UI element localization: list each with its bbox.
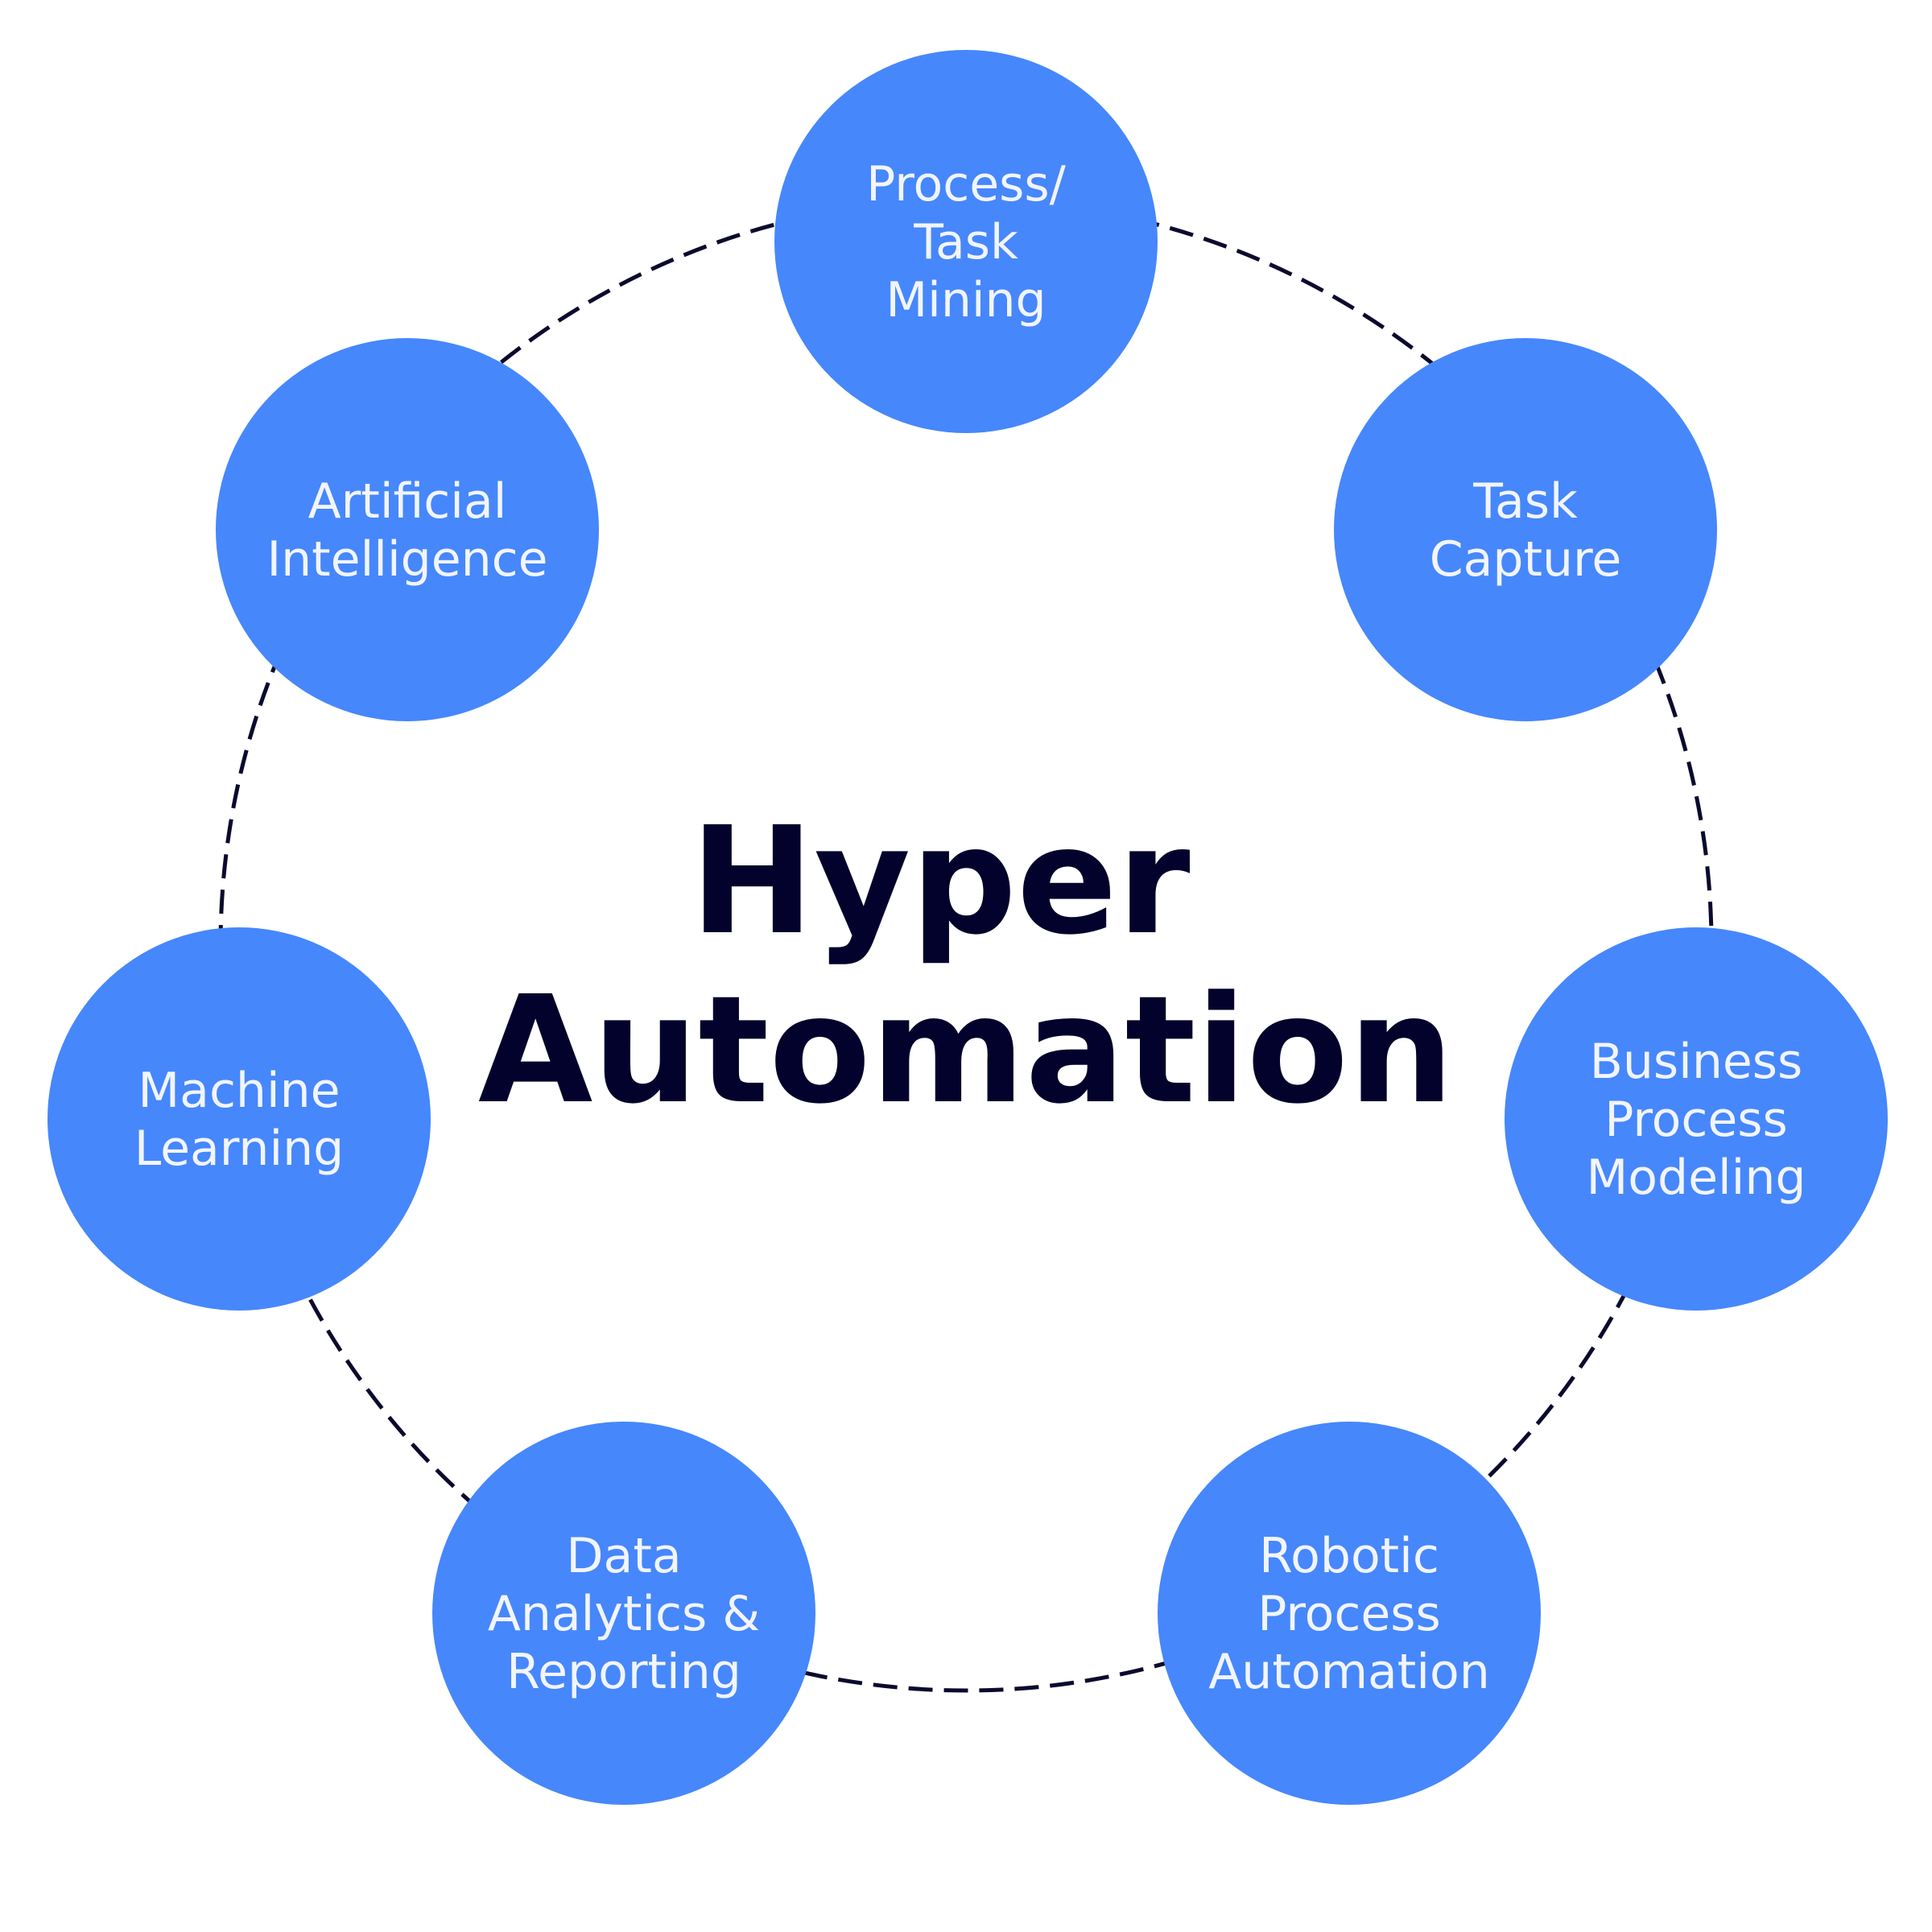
node-circle bbox=[216, 338, 599, 721]
node-circle bbox=[1158, 1422, 1541, 1805]
node-label-line: Intelligence bbox=[266, 531, 547, 588]
node-label-line: Process bbox=[1257, 1586, 1441, 1642]
node-label-line: Analytics & bbox=[488, 1586, 760, 1642]
node-label-line: Task bbox=[913, 214, 1018, 270]
node-label-line: Business bbox=[1590, 1034, 1803, 1090]
node-circle bbox=[47, 927, 431, 1311]
center-title-line-2: Automation bbox=[478, 964, 1454, 1137]
node-label-line: Reporting bbox=[506, 1644, 741, 1700]
node-label-line: Learning bbox=[134, 1121, 344, 1177]
node-label-line: Automation bbox=[1208, 1644, 1489, 1700]
center-title-line-1: Hyper bbox=[690, 795, 1190, 968]
node-label-line: Robotic bbox=[1259, 1528, 1439, 1584]
node-label-line: Artificial bbox=[308, 473, 507, 530]
node-circle bbox=[1334, 338, 1717, 721]
node-circle bbox=[774, 50, 1158, 433]
node-label-line: Task bbox=[1472, 473, 1578, 530]
node-label-line: Capture bbox=[1430, 531, 1622, 588]
node-circle bbox=[432, 1422, 815, 1805]
node-label-line: Process/ bbox=[866, 156, 1067, 213]
node-circle bbox=[1505, 927, 1888, 1311]
node-label-line: Process bbox=[1604, 1092, 1788, 1148]
node-label-line: Data bbox=[566, 1528, 681, 1584]
node-label-line: Machine bbox=[138, 1063, 340, 1119]
node-label-line: Mining bbox=[886, 272, 1046, 328]
center-title: Hyper Automation bbox=[478, 795, 1454, 1137]
node-label-line: Modeling bbox=[1587, 1150, 1806, 1206]
